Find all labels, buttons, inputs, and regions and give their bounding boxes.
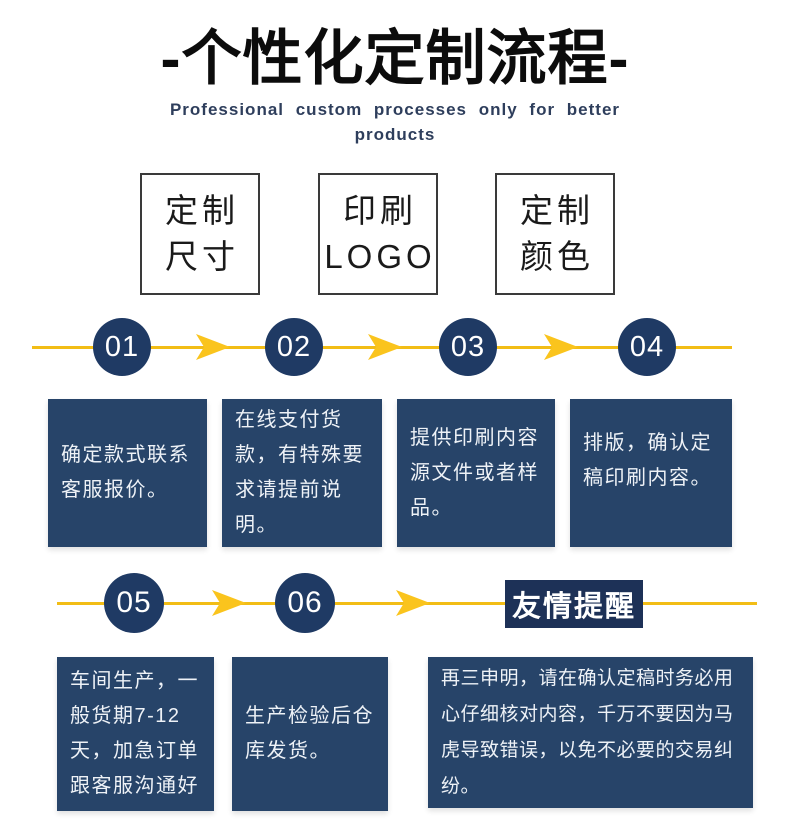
step-box-3: 提供印刷内容源文件或者样品。 [397, 399, 555, 547]
step-circle-01: 01 [93, 318, 151, 376]
option-box-custom-color: 定制颜色 [495, 173, 615, 295]
step-box-6: 生产检验后仓库发货。 [232, 657, 388, 811]
step-box-4: 排版，确认定稿印刷内容。 [570, 399, 732, 547]
flow-arrow-icon [212, 590, 246, 616]
flow-arrow-icon [544, 334, 578, 360]
step-circle-03: 03 [439, 318, 497, 376]
step-circle-04: 04 [618, 318, 676, 376]
flow-arrow-icon [368, 334, 402, 360]
flow-arrow-icon [396, 590, 430, 616]
step-circle-06: 06 [275, 573, 335, 633]
reminder-box: 再三申明，请在确认定稿时务必用心仔细核对内容，千万不要因为马虎导致错误，以免不必… [428, 657, 753, 808]
friendly-reminder-header: 友情提醒 [505, 580, 643, 628]
page-title: -个性化定制流程- [160, 25, 630, 92]
subtitle: Professional custom processes only for b… [169, 100, 621, 144]
option-box-custom-size: 定制尺寸 [140, 173, 260, 295]
step-circle-05: 05 [104, 573, 164, 633]
flow-arrow-icon [196, 334, 230, 360]
step-box-1: 确定款式联系客服报价。 [48, 399, 207, 547]
step-circle-02: 02 [265, 318, 323, 376]
step-box-2: 在线支付货款，有特殊要求请提前说明。 [222, 399, 382, 547]
